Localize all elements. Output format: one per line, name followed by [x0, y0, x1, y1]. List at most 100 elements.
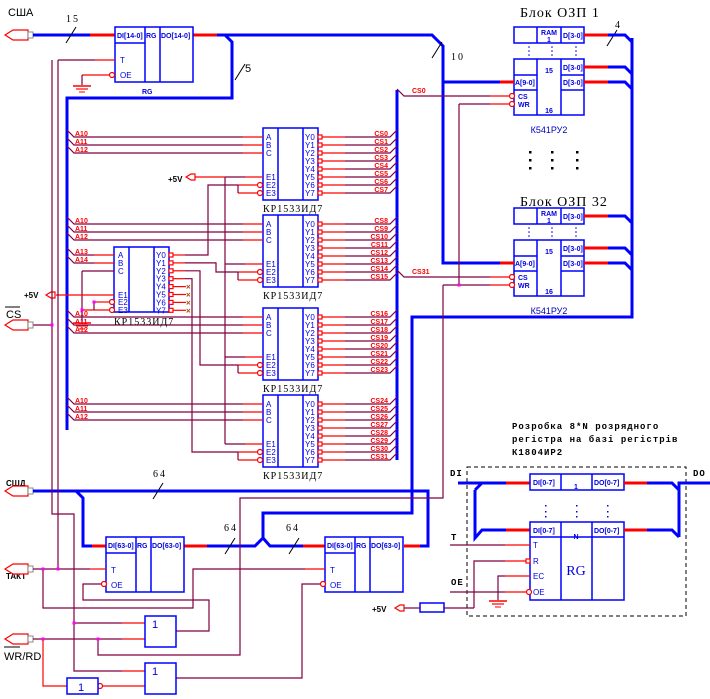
ram-chip-index: 16 — [545, 108, 553, 115]
address-line-a12 — [66, 232, 243, 241]
data-register-1-body — [105, 536, 185, 593]
register-index: 1 — [574, 484, 578, 491]
chip-select-line-cs12 — [345, 248, 398, 257]
ram-data-pin: D[3-0] — [563, 214, 583, 221]
ram-blocks-continuation-dot — [576, 159, 579, 162]
decoder-output-pin-y1: Y1 — [305, 408, 315, 417]
continuation-dot — [576, 511, 578, 513]
inversion-bubble — [317, 354, 323, 360]
chip-select-line-cs30 — [345, 444, 398, 453]
inverter: 1 — [66, 677, 99, 695]
register-do-label: DO — [693, 469, 706, 479]
bus-width-ram-data: 4 — [615, 20, 622, 31]
decoder-output-pin-y2: Y2 — [305, 416, 315, 425]
bus-width-address: 15 — [66, 14, 80, 25]
decoder-output-pin-y5: Y5 — [305, 353, 315, 362]
chip-select-line-cs24 — [345, 396, 398, 405]
chip-select-line-cs31 — [345, 452, 398, 461]
decoder-input-pin-e1: E1 — [266, 173, 276, 182]
ram-data-bus — [261, 38, 634, 538]
cs-connector — [3, 319, 34, 331]
unused-output-mark: × — [186, 291, 191, 300]
address-line-a10 — [66, 216, 243, 225]
chip-select-line-cs10 — [345, 232, 398, 241]
continuation-dot — [551, 50, 553, 52]
decoder-label: КР1533ИД7 — [114, 317, 174, 328]
decoder-input-pin-b: B — [266, 321, 271, 330]
chip-select-label: CS1 — [374, 139, 388, 146]
chip-select-line-cs13 — [345, 256, 398, 265]
continuation-dot — [528, 231, 530, 233]
chip-select-line-cs9 — [345, 224, 398, 233]
decoder-input-pin-e2: E2 — [266, 268, 276, 277]
chip-select-label: CS26 — [370, 414, 388, 421]
address-line-label: A10 — [75, 398, 88, 405]
ram-chip-index: 15 — [545, 249, 553, 256]
chip-select-label: CS18 — [370, 327, 388, 334]
bus-width-slash — [431, 41, 443, 59]
inversion-bubble — [317, 158, 323, 164]
gate-2-to-register-2-oe — [176, 583, 320, 679]
decoder-output-pin-y6: Y6 — [156, 298, 166, 307]
decoder-output-pin-y6: Y6 — [305, 448, 315, 457]
decoder-output-pin-y6: Y6 — [305, 268, 315, 277]
chip-select-line-cs3 — [345, 153, 398, 162]
ram-data-pin: D[3-0] — [563, 246, 583, 253]
continuation-dot — [551, 231, 553, 233]
junction-dot — [50, 323, 54, 327]
decoder-label: КР1533ИД7 — [263, 204, 323, 215]
bus-width-slash — [606, 29, 618, 47]
chip-select-label: CS10 — [370, 234, 388, 241]
continuation-dot — [545, 505, 547, 507]
inversion-bubble — [317, 245, 323, 251]
decoder-output-pin-y4: Y4 — [305, 345, 315, 354]
do-bus — [677, 481, 710, 537]
chip-select-line-cs2 — [345, 145, 398, 154]
chip-select-line-cs21 — [345, 349, 398, 358]
decoder-enable-route — [185, 270, 238, 366]
address-line-a11 — [66, 404, 243, 413]
chip-select-label: CS3 — [374, 155, 388, 162]
decoder-body — [262, 307, 319, 381]
chip-select-label: CS16 — [370, 311, 388, 318]
decoder-input-pin-e2: E2 — [118, 298, 128, 307]
decoder-input-pin-e2: E2 — [266, 448, 276, 457]
chip-select-line-cs0 — [345, 129, 398, 138]
inversion-bubble — [317, 449, 323, 455]
junction-dot — [96, 637, 100, 641]
inversion-bubble — [317, 370, 323, 376]
decoder-output-pin-y3: Y3 — [305, 424, 315, 433]
address-line-label: A14 — [75, 257, 88, 264]
inversion-bubble — [317, 425, 323, 431]
inversion-bubble — [256, 276, 264, 284]
inversion-bubble — [317, 314, 323, 320]
chip-select-label: CS15 — [370, 274, 388, 281]
decoder-output-pin-y3: Y3 — [156, 275, 166, 284]
decoder-body — [262, 214, 319, 288]
decoder-input-pin-b: B — [266, 141, 271, 150]
inverter-body — [66, 677, 99, 695]
address-bus-label: СШA — [8, 7, 34, 19]
decoder-input-pin-a: A — [266, 400, 272, 409]
junction-dot — [457, 283, 461, 287]
data-register-1-oe-pin: OE — [111, 581, 123, 590]
address-line-label: A12 — [75, 147, 88, 154]
wr-rd-connector-shape — [3, 633, 29, 645]
decoder-output-pin-y7: Y7 — [305, 369, 315, 378]
decoder-input-pin-c: C — [118, 267, 124, 276]
chip-select-line-cs11 — [345, 240, 398, 249]
decoder-output-pin-y2: Y2 — [156, 267, 166, 276]
chip-select-line-cs20 — [345, 341, 398, 350]
decoder-output-pin-y4: Y4 — [305, 252, 315, 261]
cs-connector-shape — [3, 319, 29, 331]
chip-select-label: CS6 — [374, 179, 388, 186]
gate-symbol: 1 — [152, 619, 158, 631]
bus-width-data-mid-1: 64 — [224, 523, 238, 534]
decoder-input-pin-e1: E1 — [266, 440, 276, 449]
register-di-label: DI — [450, 469, 463, 479]
continuation-dot — [576, 505, 578, 507]
register-design-frame — [466, 466, 687, 617]
chip-select-label: CS8 — [374, 218, 388, 225]
